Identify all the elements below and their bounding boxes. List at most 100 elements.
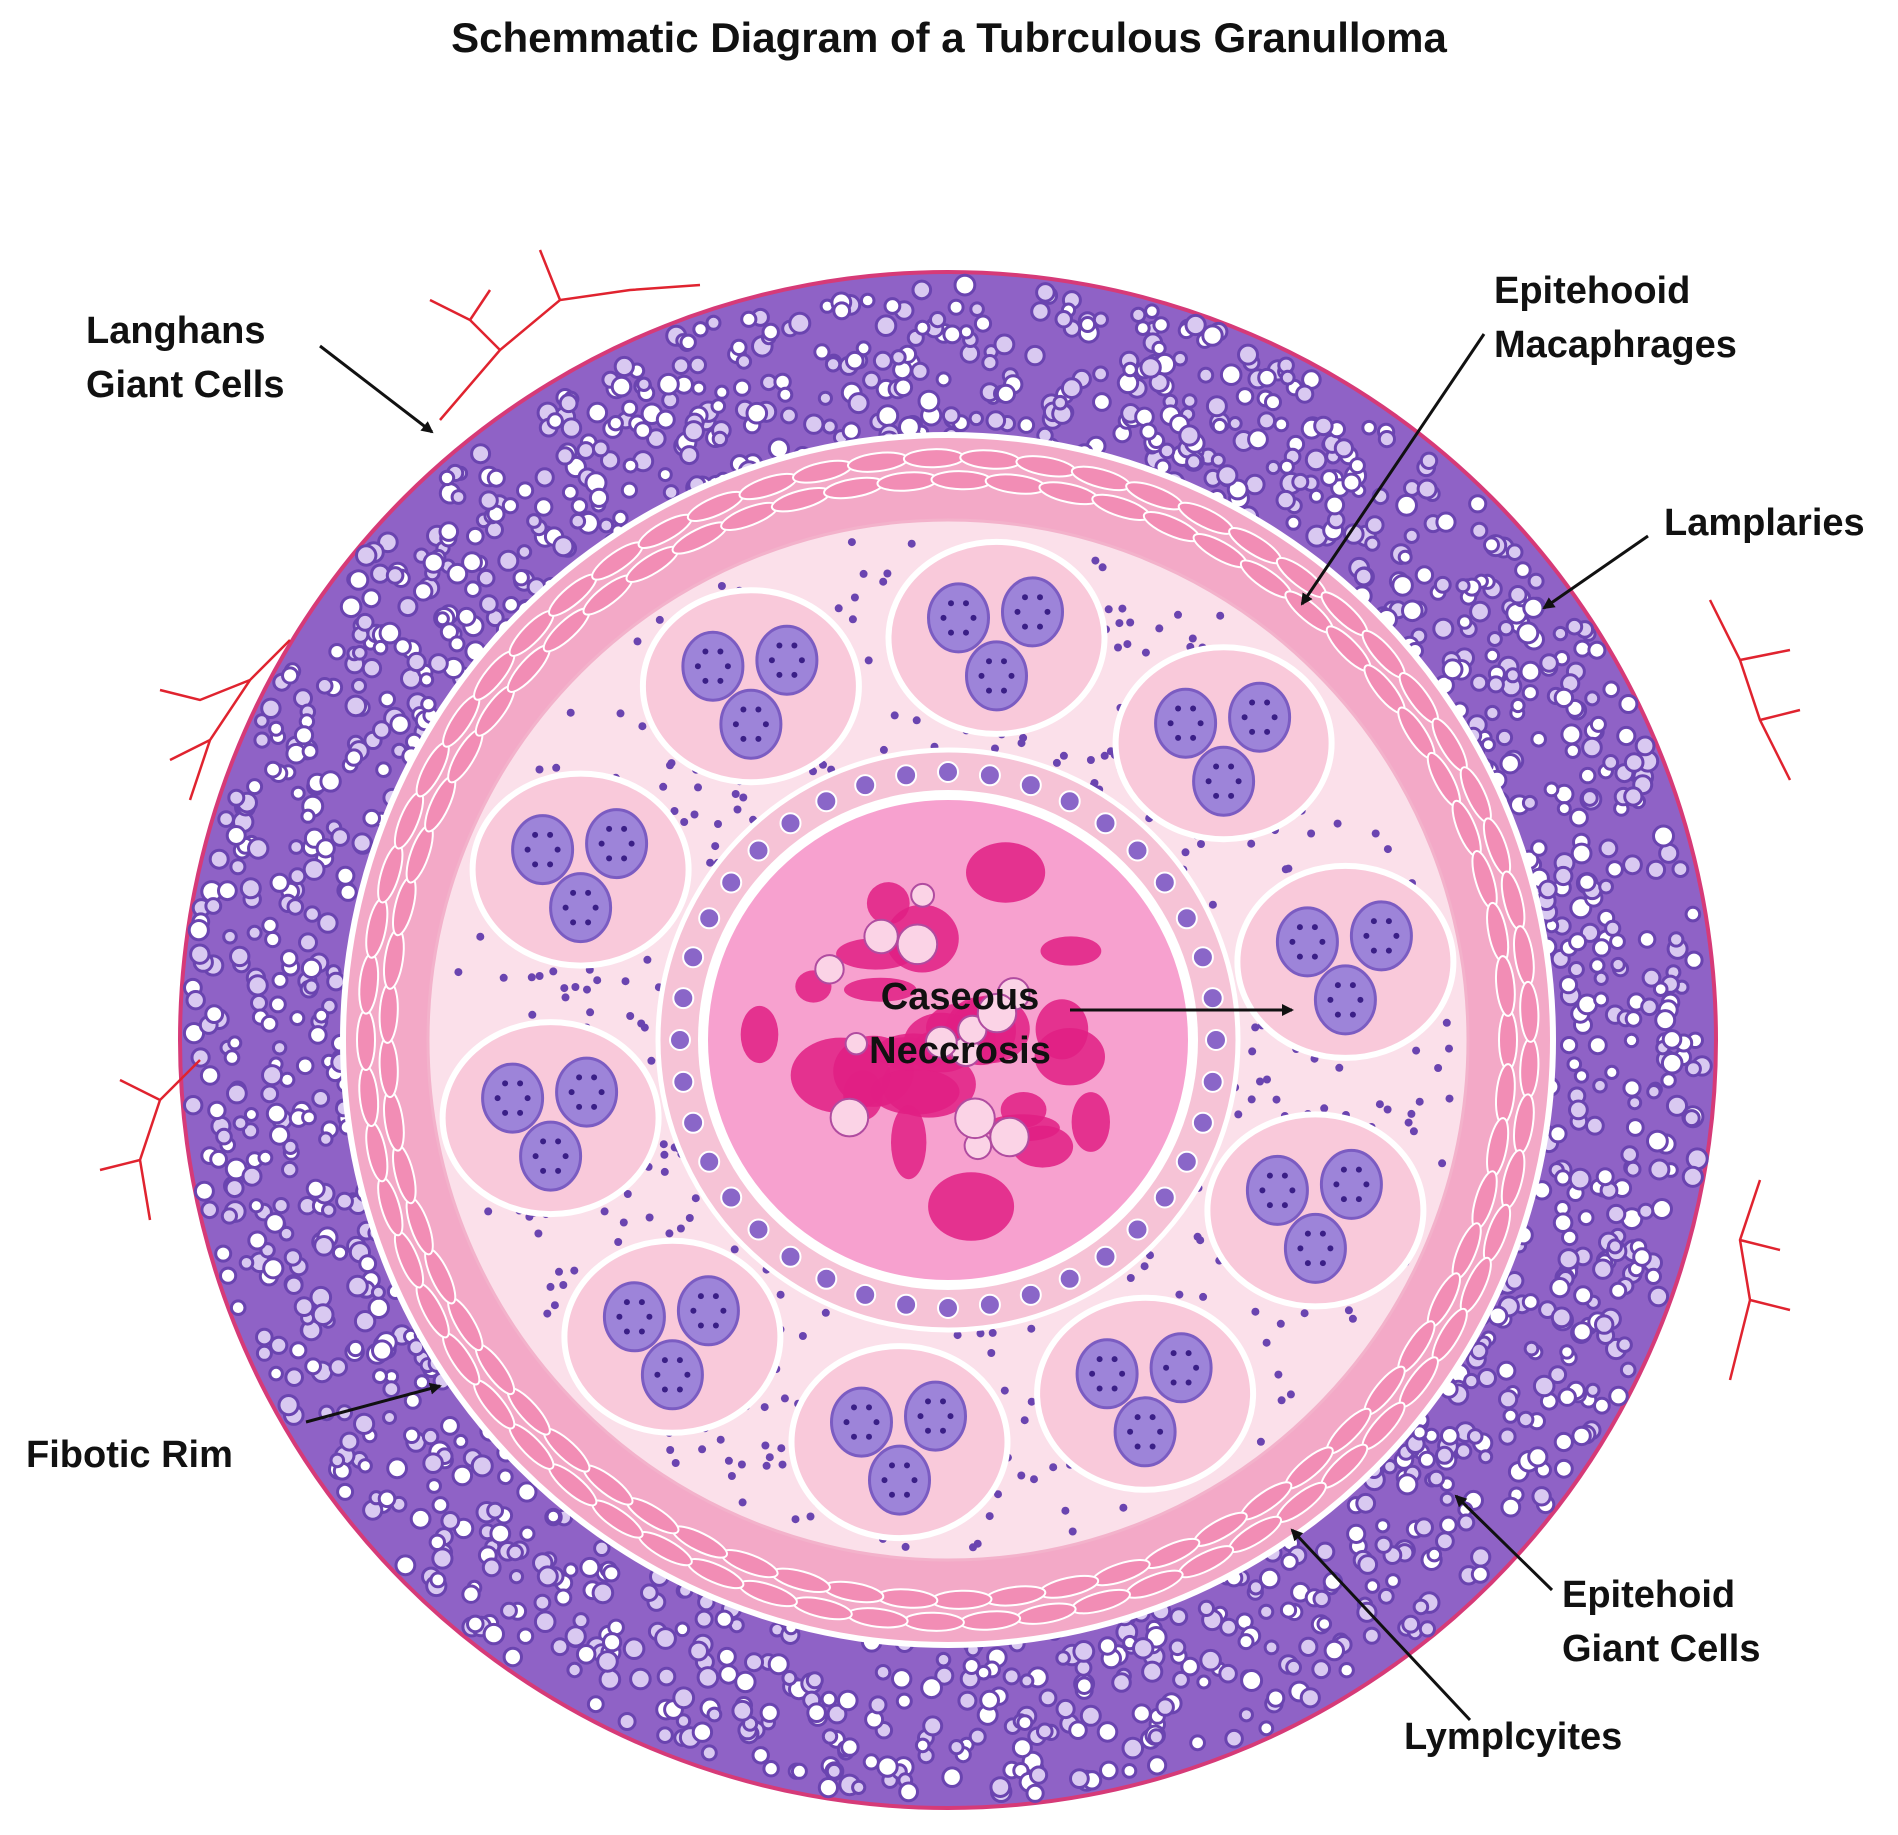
lymphocyte	[920, 1676, 943, 1700]
lymphocyte	[806, 1702, 827, 1723]
lymphocyte	[1587, 640, 1607, 660]
epithelioid-cell	[1094, 812, 1117, 835]
lymphocyte	[288, 839, 305, 855]
lymphocyte	[731, 1699, 754, 1722]
chromatin	[1334, 1011, 1341, 1018]
epithelioid-cell	[1175, 1150, 1198, 1173]
lymphocyte	[229, 945, 251, 968]
lymphocyte	[481, 1557, 502, 1578]
chromatin	[732, 721, 739, 728]
chromatin	[1014, 608, 1021, 615]
stroma-cell	[626, 1012, 635, 1020]
lymphocyte	[321, 1202, 337, 1218]
stroma-cell	[1248, 1047, 1257, 1056]
lymphocyte	[1097, 1636, 1118, 1656]
lymphocyte	[1504, 667, 1521, 684]
giant-cell	[1234, 862, 1457, 1061]
lymphocyte	[1111, 1672, 1132, 1693]
lymphocyte	[1607, 1238, 1623, 1255]
lymphocyte	[1144, 303, 1160, 320]
lymphocyte	[533, 1610, 557, 1633]
chromatin	[532, 831, 539, 838]
chromatin	[524, 846, 531, 853]
lymphocyte	[1279, 369, 1296, 386]
lymphocyte	[1608, 1385, 1629, 1407]
chromatin	[638, 1299, 645, 1306]
chromatin	[540, 1167, 547, 1174]
stroma-cell	[552, 763, 561, 772]
stroma-cell	[566, 708, 575, 717]
stroma-cell	[1126, 618, 1135, 627]
chromatin	[940, 614, 947, 621]
capillary-branch	[429, 249, 701, 421]
lymphocyte	[1237, 1633, 1255, 1651]
stroma-cell	[560, 984, 569, 993]
lymphocyte	[1566, 1056, 1583, 1072]
lymphocyte	[1382, 1459, 1398, 1475]
lymphocyte	[1414, 1517, 1434, 1538]
lymphocyte	[1684, 905, 1702, 923]
chromatin	[1037, 623, 1043, 630]
capillary-branch	[99, 1059, 201, 1221]
lymphocyte	[759, 1702, 780, 1723]
lymphocyte	[862, 370, 881, 390]
lymphocyte	[1567, 961, 1585, 978]
lymphocyte	[1553, 865, 1574, 887]
chromatin	[925, 1427, 931, 1434]
chromatin	[661, 1386, 668, 1393]
lymphocyte	[1523, 1340, 1540, 1357]
label-line: Caseous	[880, 976, 1040, 1018]
lymphocyte	[622, 1637, 646, 1660]
debris	[1071, 1092, 1111, 1152]
lymphocyte	[227, 788, 246, 807]
lymphocyte	[516, 1481, 538, 1503]
chromatin	[1213, 763, 1220, 770]
lymphocyte	[232, 1115, 249, 1131]
chromatin	[1175, 705, 1182, 712]
debris-cell	[910, 882, 935, 908]
lymphocyte	[1227, 416, 1243, 431]
lymphocyte	[602, 1632, 623, 1653]
lymphocyte	[1554, 1169, 1572, 1187]
lymphocyte	[413, 581, 434, 602]
stroma-cell	[1344, 1306, 1353, 1315]
lymphocyte	[1505, 543, 1524, 562]
lymphocyte	[533, 1593, 552, 1612]
stroma-cell	[680, 818, 689, 826]
lymphocyte	[428, 653, 449, 674]
stroma-cell	[806, 1512, 815, 1521]
lymphocyte	[260, 697, 282, 719]
stroma-cell	[847, 538, 856, 547]
lymphocyte	[1521, 684, 1539, 702]
chromatin	[621, 825, 628, 832]
lymphocyte	[1516, 621, 1540, 645]
lymphocyte	[1532, 1374, 1556, 1398]
lymphocyte	[845, 350, 865, 371]
lymphocyte	[805, 1671, 824, 1690]
stroma-cell	[586, 1008, 595, 1017]
lymphocyte	[1585, 1382, 1601, 1398]
chromatin	[502, 1080, 509, 1087]
chromatin	[532, 1153, 539, 1160]
lymphocyte	[1589, 715, 1607, 733]
stroma-cell	[985, 1512, 994, 1521]
lymphocyte	[1557, 1248, 1580, 1271]
lymphocyte	[1295, 384, 1315, 404]
lymphocyte	[301, 743, 319, 760]
nucleus	[868, 1444, 931, 1516]
lymphocyte	[224, 1178, 245, 1199]
lymphocyte	[482, 1622, 505, 1646]
lymphocyte	[353, 1310, 377, 1333]
lymphocyte	[561, 483, 579, 501]
lymphocyte	[942, 324, 963, 345]
lymphocyte	[200, 1200, 219, 1220]
lymphocyte	[1668, 931, 1685, 948]
lymphocyte	[692, 321, 709, 338]
lymphocyte	[917, 389, 941, 413]
lymphocyte	[215, 1127, 233, 1146]
lymphocyte	[1565, 617, 1584, 636]
debris-cell	[924, 1025, 958, 1059]
epithelioid-cell	[779, 1245, 802, 1268]
lymphocyte	[1522, 596, 1545, 619]
lymphocyte	[1052, 394, 1068, 411]
